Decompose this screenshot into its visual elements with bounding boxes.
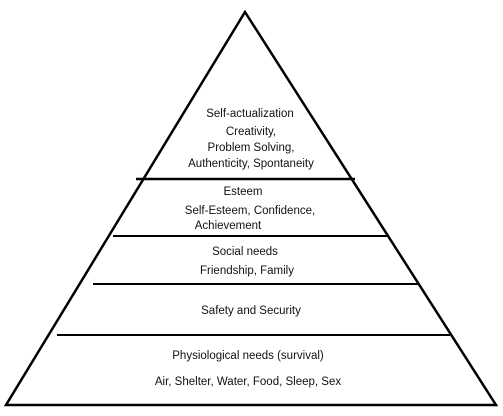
level-self-actualization: Self-actualization Creativity, Problem S… xyxy=(188,108,314,170)
level-detail-line: Achievement xyxy=(195,220,262,232)
level-detail-line: Authenticity, Spontaneity xyxy=(188,158,314,170)
level-title: Self-actualization xyxy=(206,108,294,120)
level-physiological: Physiological needs (survival) Air, Shel… xyxy=(155,350,341,388)
level-detail-line: Creativity, xyxy=(226,126,276,138)
level-detail-line: Self-Esteem, Confidence, xyxy=(185,205,315,217)
level-detail-line: Friendship, Family xyxy=(200,265,294,277)
level-esteem: Esteem Self-Esteem, Confidence, Achievem… xyxy=(185,186,315,232)
level-detail-line: Problem Solving, xyxy=(208,142,295,154)
level-title: Social needs xyxy=(212,246,278,258)
level-title: Safety and Security xyxy=(201,305,301,317)
level-detail-line: Air, Shelter, Water, Food, Sleep, Sex xyxy=(155,376,341,388)
level-social-needs: Social needs Friendship, Family xyxy=(200,246,294,277)
pyramid-outline xyxy=(3,9,499,407)
level-title: Esteem xyxy=(224,186,263,198)
level-safety-security: Safety and Security xyxy=(201,305,301,317)
level-title: Physiological needs (survival) xyxy=(172,350,324,362)
